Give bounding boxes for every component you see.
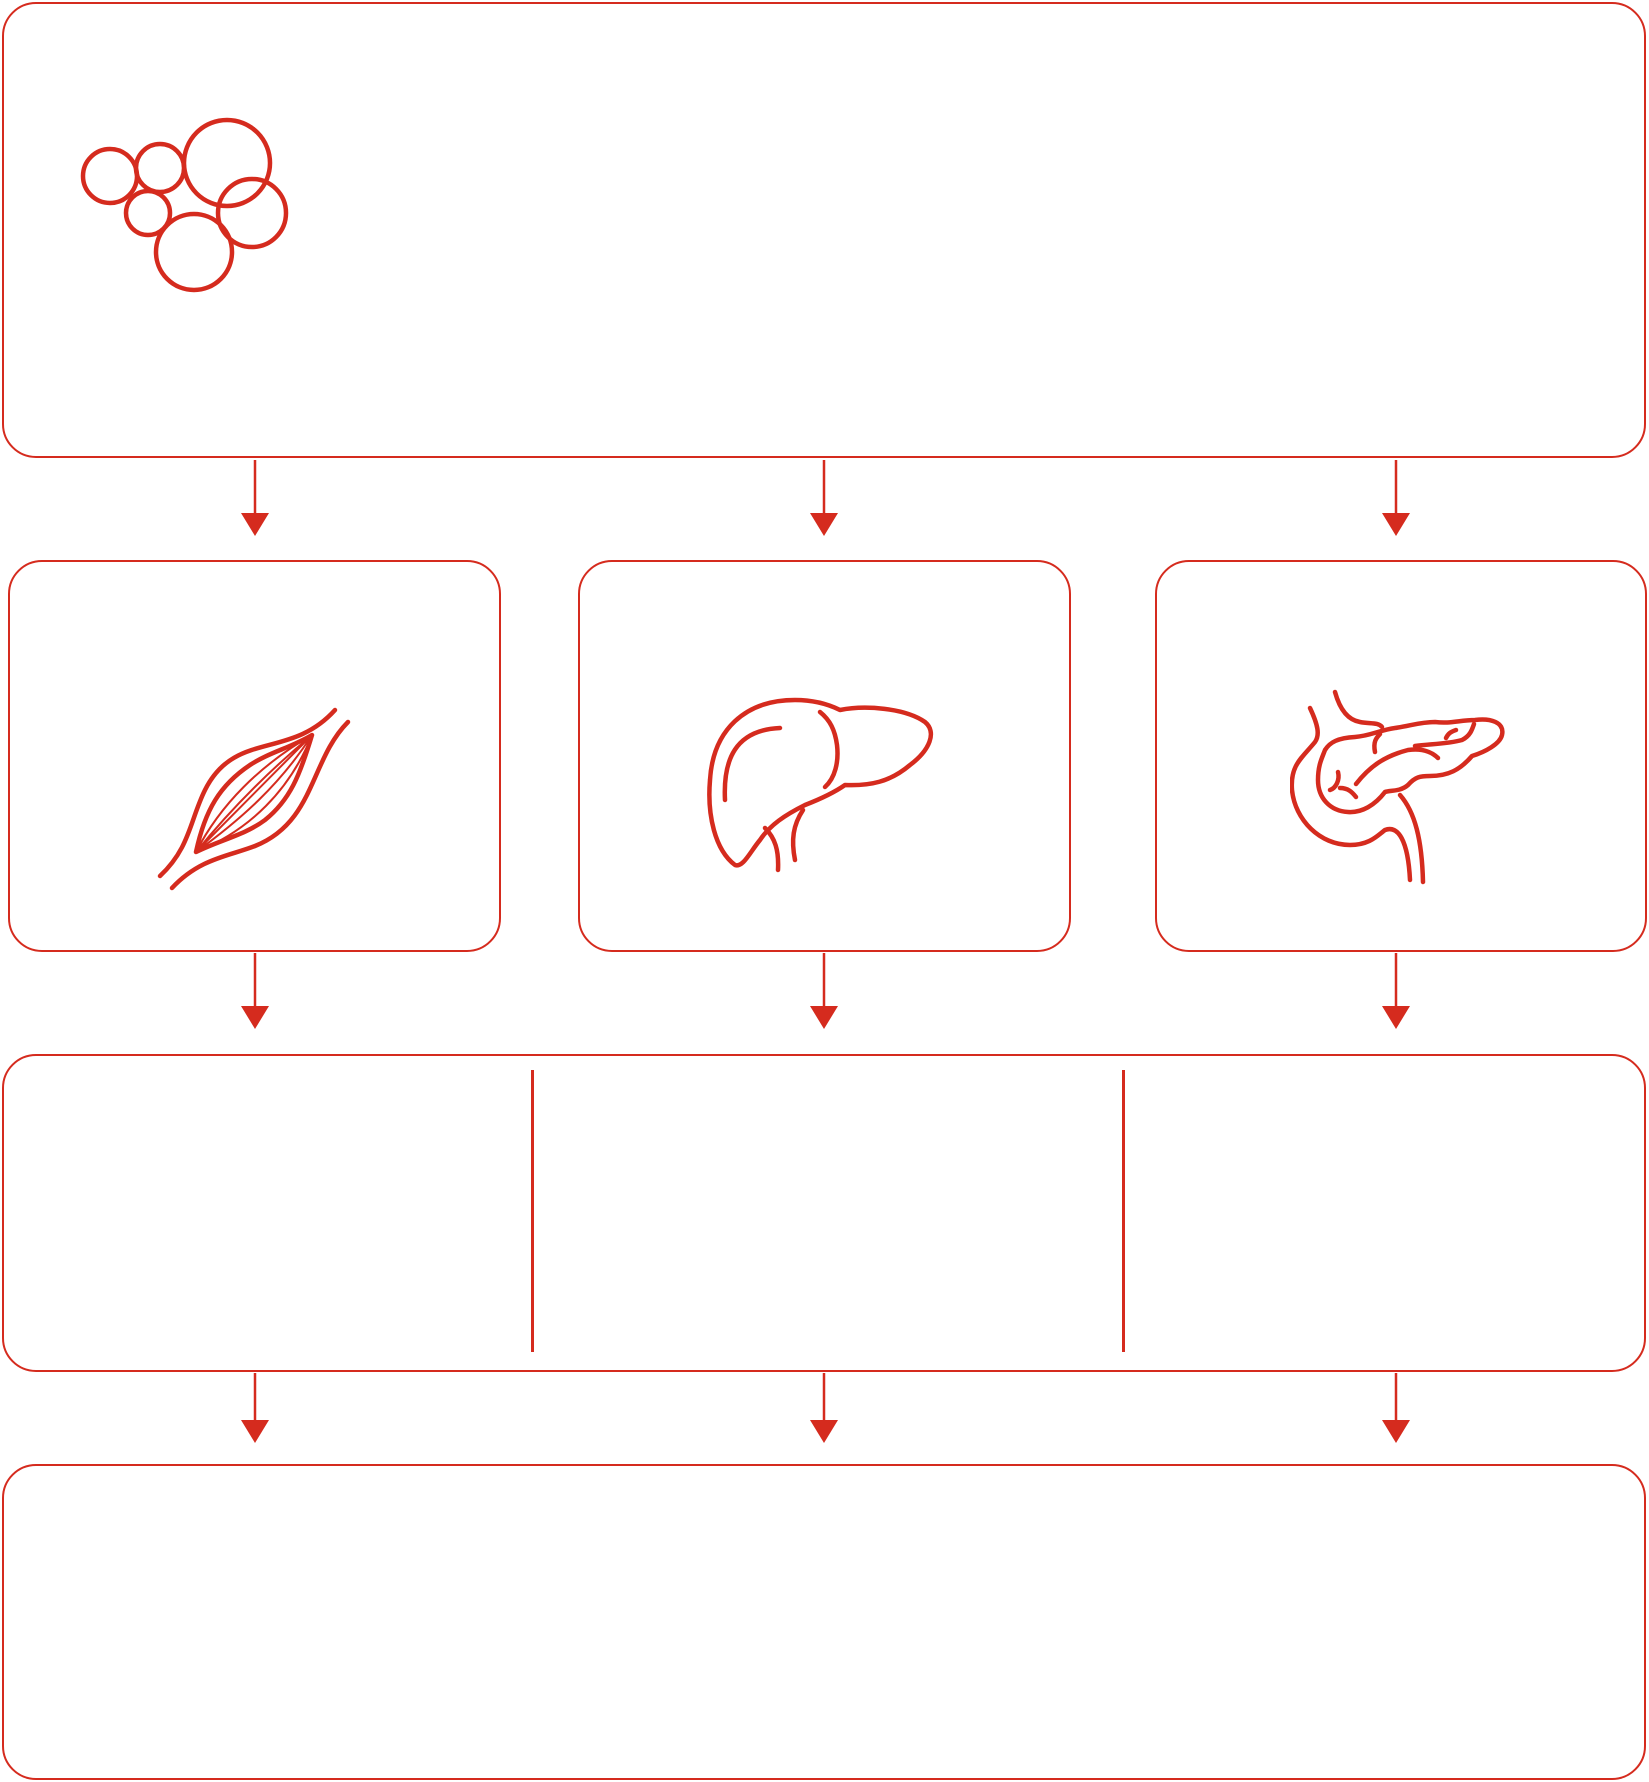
arrow-top-to-muscle (241, 460, 269, 536)
arrow-liver-to-mid (810, 953, 838, 1029)
mid-box-outcomes (2, 1054, 1646, 1372)
arrow-mid-to-bottom-left (241, 1373, 269, 1443)
pancreas-icon (1290, 689, 1505, 885)
fat-cells-icon (80, 117, 289, 293)
column-divider (531, 1070, 534, 1352)
column-divider (1122, 1070, 1125, 1352)
arrow-pancreas-to-mid (1382, 953, 1410, 1029)
bottom-box-summary (2, 1464, 1646, 1780)
arrow-muscle-to-mid (241, 953, 269, 1029)
top-box-adipose (2, 2, 1646, 458)
muscle-icon (157, 707, 351, 891)
arrow-top-to-liver (810, 460, 838, 536)
pancreas-box (1155, 560, 1647, 952)
arrow-mid-to-bottom-right (1382, 1373, 1410, 1443)
muscle-box (8, 560, 501, 952)
liver-box (578, 560, 1071, 952)
arrow-mid-to-bottom-center (810, 1373, 838, 1443)
arrow-top-to-pancreas (1382, 460, 1410, 536)
liver-icon (707, 697, 934, 873)
